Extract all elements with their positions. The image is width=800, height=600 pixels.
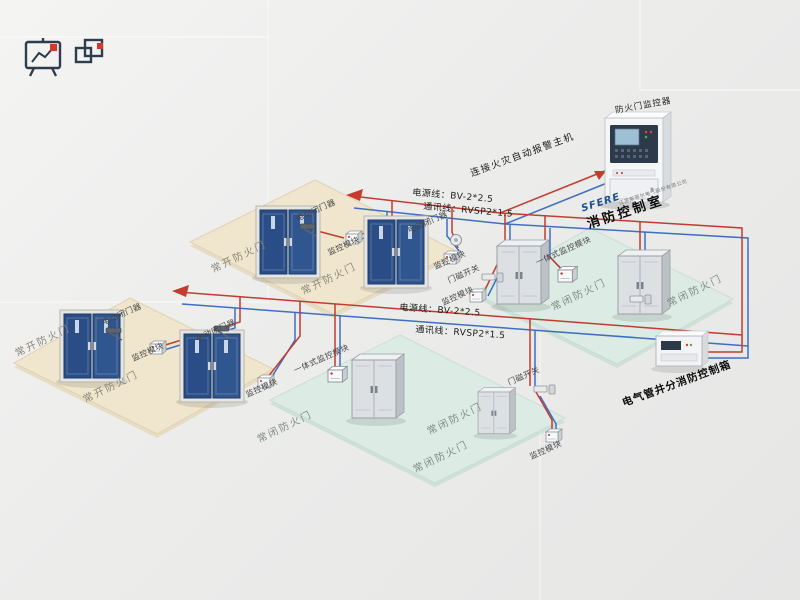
- monitor-screen: [614, 128, 640, 146]
- shaft-control-box: [651, 330, 709, 373]
- fire-door-4: [175, 329, 249, 409]
- flow-arrow-mid: [172, 285, 189, 297]
- shaft-cabinet-4: [473, 387, 518, 440]
- door-closer-device-2: [450, 234, 462, 246]
- brand-icon-chart-accent: [50, 44, 57, 51]
- integrated-module-device-2: [327, 365, 348, 383]
- brand-icon-blocks: [74, 38, 104, 64]
- monitor-buttons: [615, 149, 648, 158]
- shaft-cabinet-3: [345, 353, 407, 427]
- brand-icon-blocks-accent: [97, 43, 103, 49]
- monitor-lower-door: [609, 178, 659, 200]
- flow-arrow-cabinet: [594, 171, 606, 180]
- flow-arrows: [172, 171, 606, 297]
- door-switch-device-1: [481, 272, 504, 283]
- flow-arrow-top: [346, 189, 363, 201]
- fire-door-monitor-cabinet: [598, 111, 673, 210]
- brand-icon-chart: [24, 38, 62, 77]
- integrated-module-device-1: [557, 265, 578, 283]
- shaft-box-screen: [661, 341, 681, 350]
- shaft-cabinet-2: [611, 249, 673, 323]
